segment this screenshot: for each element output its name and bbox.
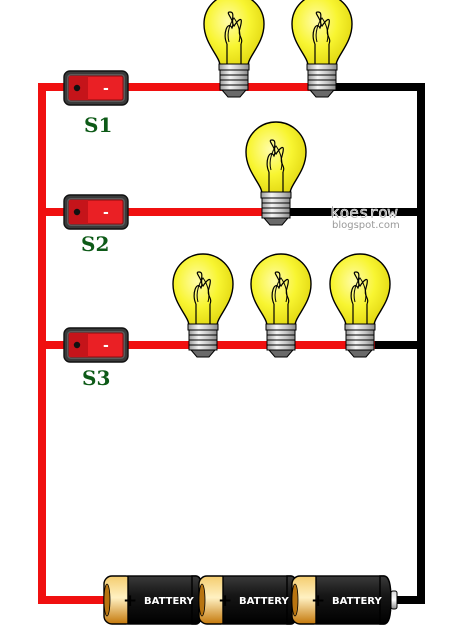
battery-2: + BATTERY (198, 575, 305, 625)
rocker-switch-icon[interactable] (63, 70, 129, 106)
battery-pack: + BATTERY + BATTERY + BATTERY (103, 575, 398, 625)
negative-wires (290, 83, 425, 604)
rocker-switch-icon[interactable] (63, 327, 129, 363)
switch-s1[interactable]: - S1 (63, 70, 129, 137)
battery-3: + BATTERY (291, 575, 398, 625)
battery-3-label: BATTERY (332, 596, 382, 607)
rocker-switch-icon[interactable] (63, 194, 129, 230)
battery-1-label: BATTERY (144, 596, 194, 607)
battery-1: + BATTERY (103, 575, 210, 625)
switch-s3[interactable]: - S3 (63, 327, 129, 390)
switch-s1-label: S1 (84, 113, 112, 137)
watermark-sub: blogspot.com (332, 220, 400, 231)
switch-s3-symbol: - (103, 338, 109, 354)
battery-2-label: BATTERY (239, 596, 289, 607)
watermark: koesrow blogspot.com (330, 203, 400, 231)
switch-s2[interactable]: - S2 (63, 194, 129, 256)
light-bulb-icon (291, 0, 353, 98)
light-bulb-icon (203, 0, 265, 98)
branch-3-bulbs (172, 253, 391, 358)
switch-s2-label: S2 (81, 232, 109, 256)
battery-2-plus: + (218, 591, 232, 611)
switch-s3-label: S3 (82, 366, 110, 390)
watermark-main: koesrow (330, 203, 398, 222)
branch-1-bulbs (203, 0, 353, 98)
battery-3-plus: + (311, 591, 325, 611)
switch-s1-symbol: - (103, 81, 109, 97)
battery-1-plus: + (123, 591, 137, 611)
switch-s2-symbol: - (103, 205, 109, 221)
